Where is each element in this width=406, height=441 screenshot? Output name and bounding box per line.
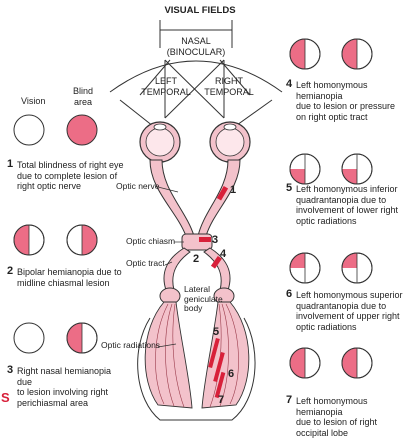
lateral-geniculate-label: Lateral geniculate body (184, 284, 223, 314)
lesion1-blind-field (66, 114, 98, 146)
vision-column-header: Vision (21, 96, 46, 106)
blind-area-line2: area (73, 96, 92, 107)
lesion-marker-5: 5 (213, 326, 220, 338)
lesion3-left-field (13, 322, 45, 354)
lesion1-vision-field (13, 114, 45, 146)
left-temporal-line2: TEMPORAL (141, 86, 191, 97)
lesion5-line4: optic radiations (296, 215, 357, 226)
lesion-number-6: 6 (286, 288, 293, 300)
lesion-number-7: 7 (286, 394, 293, 406)
lesion7-line3: occipital lobe (296, 427, 349, 438)
lesion-number-4: 4 (286, 78, 293, 90)
lesion5-line2: quadrantanopia due to (296, 194, 387, 205)
lesion-marker-3: 3 (212, 234, 219, 246)
lesion3-line1: Right nasal hemianopia due (17, 366, 112, 387)
left-eye (139, 121, 181, 163)
lateral-geniculate-line3: body (184, 303, 203, 313)
lesion7-line1: Left homonymous hemianopia (296, 396, 368, 417)
lesion6-line1: Left homonymous superior (296, 290, 403, 300)
nasal-label: NASAL (BINOCULAR) (160, 36, 232, 57)
right-temporal-line2: TEMPORAL (204, 86, 254, 97)
lesion1-line1: Total blindness of right eye (17, 160, 124, 170)
nasal-label-line2: (BINOCULAR) (166, 46, 226, 57)
lateral-geniculate-line1: Lateral (184, 284, 210, 294)
visual-field-lines (109, 20, 283, 131)
lesion7-left-field (289, 347, 321, 379)
lesion5-line3: involvement of lower right (296, 205, 399, 215)
right-temporal-label: RIGHT TEMPORAL (204, 76, 254, 97)
visual-fields-title: VISUAL FIELDS (164, 5, 236, 16)
right-eye (209, 121, 251, 163)
lesion7-right-field (341, 347, 373, 379)
lesion6-line3: involvement of upper right (296, 311, 400, 321)
blind-area-line1: Blind (72, 86, 93, 96)
nasal-label-line1: NASAL (181, 36, 211, 46)
lesion3-line2: to lesion involving right (17, 387, 109, 397)
lesion6-line2: quadrantanopia due to (296, 300, 387, 311)
lesion-marker-2: 2 (193, 253, 200, 265)
optic-chiasm-label: Optic chiasm (126, 236, 176, 246)
lesion5-right-field (341, 153, 373, 185)
lesion1-line2: due to complete lesion of (17, 170, 118, 181)
lesion3-line3: perichiasmal area (17, 397, 89, 408)
lesion4-line2: due to lesion or pressure (296, 101, 396, 111)
lesion2-left-field (13, 224, 45, 256)
optic-radiations-label: Optic radiations (101, 340, 161, 350)
lesion7-line2: due to lesion of right (296, 417, 378, 427)
optic-tract-label: Optic tract (126, 258, 165, 268)
anatomy-pointer-lines (157, 186, 184, 348)
lesion-marks (199, 185, 229, 399)
lesion4-line1: Left homonymous hemianopia (296, 80, 368, 101)
lesion2-right-field (66, 224, 98, 256)
optic-nerve-label: Optic nerve (116, 181, 160, 191)
left-temporal-line1: LEFT (154, 76, 177, 86)
lesion-marker-1: 1 (230, 184, 237, 196)
lesion2-line2: midline chiasmal lesion (17, 277, 110, 288)
lesion-marker-4: 4 (220, 248, 227, 260)
blind-area-column-header: Blind area (70, 86, 96, 107)
left-temporal-label: LEFT TEMPORAL (141, 76, 191, 97)
lesion-marker-7: 7 (218, 394, 225, 406)
lesion-number-2: 2 (7, 265, 14, 277)
right-temporal-line1: RIGHT (215, 76, 243, 86)
lesion4-right-field (341, 38, 373, 70)
lesion-number-1: 1 (7, 158, 14, 170)
lesion5-line1: Left homonymous inferior (296, 184, 398, 194)
lesion6-left-field (289, 252, 321, 284)
lesion-number-3: 3 (7, 364, 14, 376)
stray-mark: S (1, 390, 10, 405)
lesion-number-5: 5 (286, 182, 293, 194)
lesion2-line1: Bipolar hemianopia due to (17, 267, 122, 277)
lesion4-line3: on right optic tract (296, 111, 368, 122)
lateral-geniculate-line2: geniculate (184, 293, 223, 304)
lesion3-right-field (66, 322, 98, 354)
lesion4-left-field (289, 38, 321, 70)
lesion6-line4: optic radiations (296, 321, 357, 332)
lesion5-left-field (289, 153, 321, 185)
occipital-lobe-outline (137, 317, 256, 421)
lesion-marker-6: 6 (228, 368, 235, 380)
lesion6-right-field (341, 252, 373, 284)
radiation-fibers (155, 303, 239, 408)
lesion1-line3: right optic nerve (17, 181, 82, 191)
